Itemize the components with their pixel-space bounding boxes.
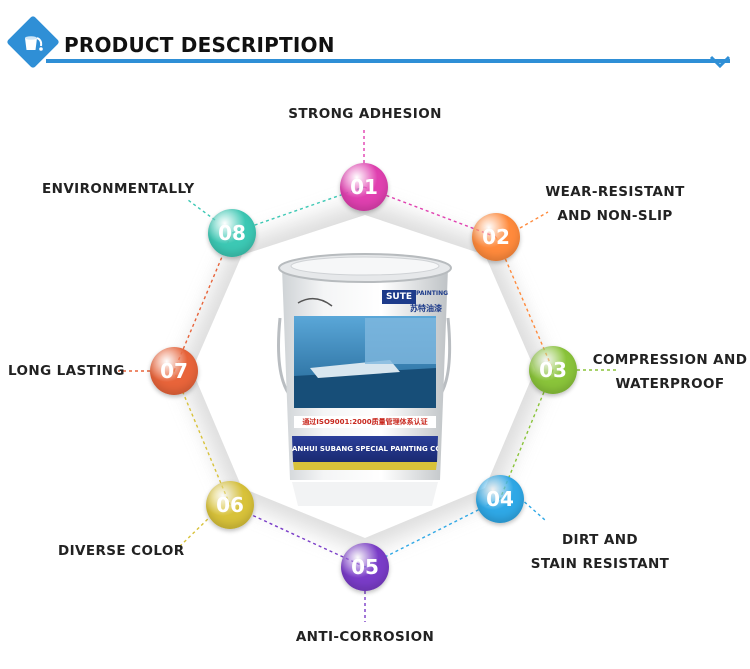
feature-label-05: ANTI-CORROSION	[295, 629, 435, 645]
feature-label-06: DIVERSE COLOR	[58, 543, 185, 559]
connector-line	[177, 514, 213, 549]
certification-text: 通过ISO9001:2000质量管理体系认证	[302, 418, 428, 426]
company-name: ANHUI SUBANG SPECIAL PAINTING CO.,LTD.	[292, 445, 438, 453]
brand-suffix: PAINTING	[416, 290, 449, 297]
connector-lines	[118, 130, 618, 622]
page-title: PRODUCT DESCRIPTION	[64, 33, 335, 57]
feature-badge-04: 04	[476, 475, 524, 523]
paint-bucket-illustration: SUTE PAINTING 苏特油漆 通过ISO9001:2000质量管理体系认…	[270, 248, 460, 508]
brand-chinese: 苏特油漆	[410, 304, 442, 313]
brand-name: SUTE	[385, 292, 413, 302]
feature-label-04: DIRT AND STAIN RESISTANT	[530, 532, 670, 572]
feature-label-08: ENVIRONMENTALLY	[42, 181, 195, 197]
paint-bucket-icon	[20, 29, 46, 55]
feature-badge-06: 06	[206, 481, 254, 529]
feature-badge-01: 01	[340, 163, 388, 211]
chevron-down-icon	[709, 55, 731, 69]
header-rule	[46, 59, 730, 63]
feature-label-02: WEAR-RESISTANT AND NON-SLIP	[545, 184, 685, 224]
octagon-edge	[364, 498, 501, 568]
feature-badge-03: 03	[529, 346, 577, 394]
connector-line	[187, 199, 216, 221]
feature-label-07: LONG LASTING	[8, 363, 125, 379]
feature-badge-05: 05	[341, 543, 389, 591]
connector-line	[519, 211, 549, 229]
feature-badge-08: 08	[208, 209, 256, 257]
octagon-edge	[173, 232, 233, 372]
section-header: PRODUCT DESCRIPTION	[0, 0, 750, 80]
feature-badge-02: 02	[472, 213, 520, 261]
feature-badge-07: 07	[150, 347, 198, 395]
feature-label-01: STRONG ADHESION	[288, 106, 442, 122]
feature-label-03: COMPRESSION AND WATERPROOF	[592, 352, 748, 392]
